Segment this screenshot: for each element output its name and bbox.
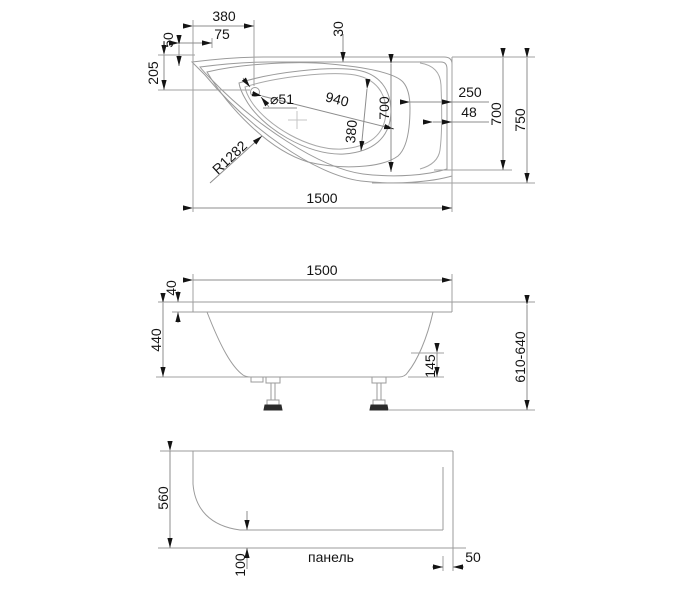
dim-610-640-label: 610-640	[512, 331, 528, 383]
drain-hole	[250, 87, 260, 97]
dim-leader-drain-b	[260, 96, 270, 108]
dim-line-940	[251, 91, 395, 130]
dim-380-basin-label: 380	[342, 119, 360, 144]
dim-48-label: 48	[461, 104, 477, 120]
basin-outer-outline	[238, 68, 392, 155]
panel-outline	[160, 450, 454, 571]
dim-940-label: 940	[324, 89, 351, 110]
dim-560-label: 560	[155, 486, 171, 510]
dim-r1282-label: R1282	[209, 137, 250, 177]
basin-inner-outline	[244, 73, 387, 150]
panel-view: 560 100 панель 50	[155, 441, 481, 577]
dim-700-inner-label: 700	[376, 96, 392, 120]
dim-1500-top-label: 1500	[306, 190, 337, 206]
tub-rim-outline-3	[419, 62, 443, 170]
center-cross-marker	[288, 111, 307, 129]
dim-50-label: 50	[160, 32, 176, 48]
dim-line-380-basin	[359, 78, 371, 152]
tub-rim-outline-2	[206, 62, 411, 168]
dim-380-label: 380	[212, 8, 236, 24]
rim-band	[158, 301, 535, 313]
top-extension-lines	[158, 20, 535, 212]
dim-1500-front-label: 1500	[306, 262, 337, 278]
top-view: 380 75 50 205 30 ⌀51 940 380 700 R1282 2…	[145, 8, 535, 212]
dim-205-label: 205	[145, 61, 161, 85]
dim-145-label: 145	[422, 354, 438, 378]
dim-drain-diameter-label: ⌀51	[270, 91, 294, 107]
dim-100-label: 100	[232, 553, 248, 577]
dim-leader-r1282	[209, 135, 263, 184]
front-view: 1500 40 440 145 610-640	[148, 262, 535, 411]
dim-50-panel-label: 50	[465, 549, 481, 565]
dim-440-label: 440	[148, 328, 164, 352]
dim-30-label: 30	[330, 21, 346, 37]
dim-750-label: 750	[512, 108, 528, 132]
dim-40-label: 40	[163, 280, 179, 296]
dim-75-label: 75	[214, 26, 230, 42]
left-foot	[263, 377, 283, 411]
right-foot	[369, 377, 389, 411]
tub-body-profile	[206, 311, 434, 378]
front-extension-lines	[156, 274, 535, 411]
dim-leader-drain-a	[241, 77, 251, 88]
panel-label: панель	[308, 549, 354, 565]
dim-700-end-label: 700	[488, 102, 504, 126]
dim-250-label: 250	[458, 84, 482, 100]
drain-notch	[250, 377, 264, 383]
